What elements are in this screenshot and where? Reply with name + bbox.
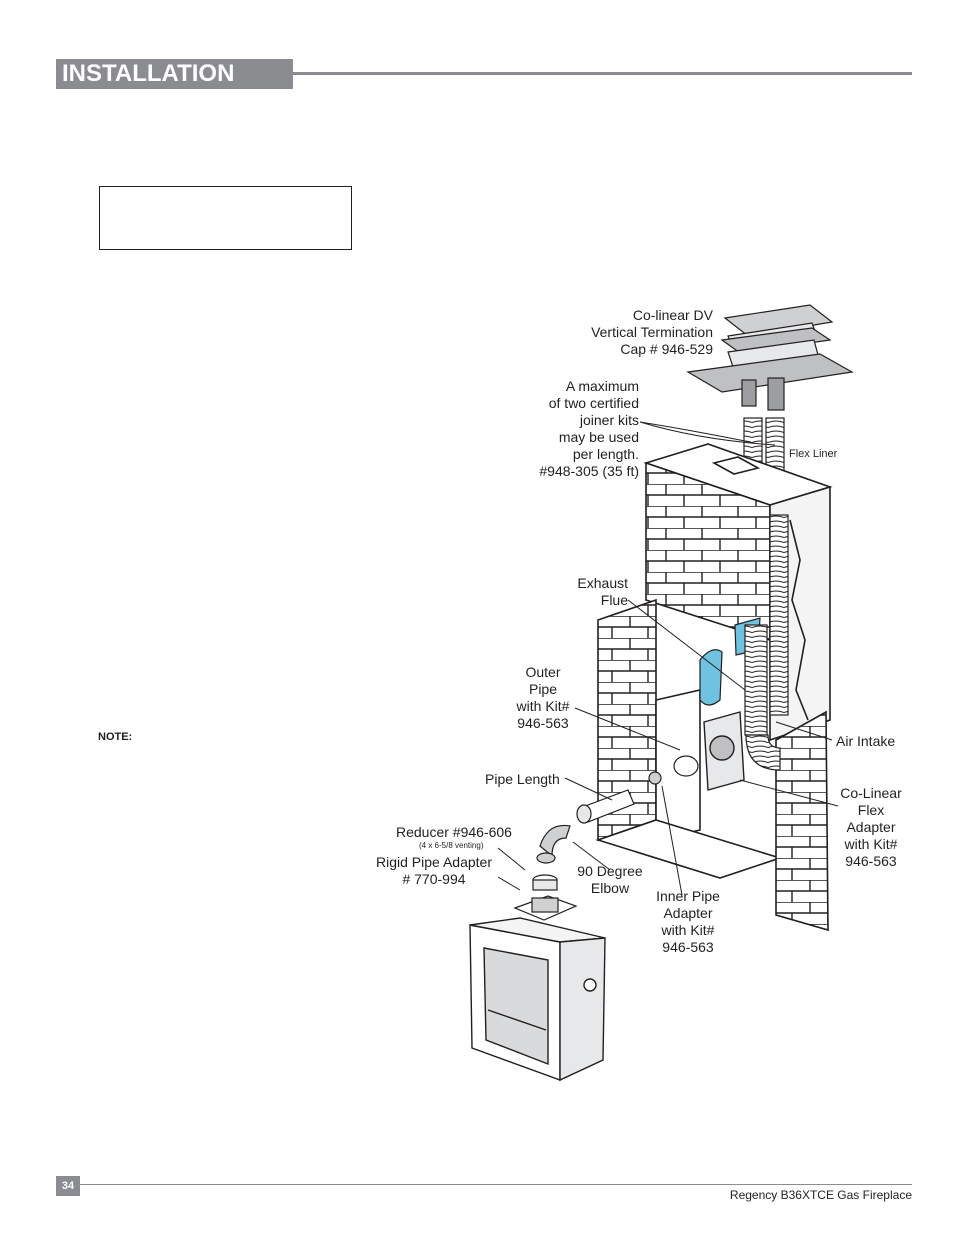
pipe-length-label: Pipe Length — [485, 771, 560, 787]
header-rule — [293, 72, 912, 75]
outer-pipe-label: Outer Pipe with Kit# 946-563 — [516, 664, 570, 731]
joiner-kit-label: A maximum of two certified joiner kits m… — [539, 378, 639, 479]
flex-liner-inner — [744, 514, 789, 771]
pipe-adapters — [576, 755, 699, 824]
reducer-label: Reducer #946-606 — [396, 824, 512, 840]
colinear-adapter-label: Co-Linear Flex Adapter with Kit# 946-563 — [840, 785, 902, 869]
reducer-rigid — [513, 874, 578, 921]
fireplace-unit — [469, 917, 606, 1082]
leader-lines — [497, 421, 839, 896]
colinear-adapter — [703, 711, 745, 791]
footer-rule — [80, 1184, 912, 1185]
firebox-wall — [595, 598, 829, 932]
inner-pipe-label: Inner Pipe Adapter with Kit# 946-563 — [656, 888, 720, 955]
footer-product: Regency B36XTCE Gas Fireplace — [729, 1188, 912, 1202]
note-label: NOTE: — [98, 731, 133, 743]
page-number: 34 — [56, 1176, 80, 1196]
air-intake-label: Air Intake — [836, 733, 896, 749]
header-bar — [56, 59, 293, 89]
empty-callout-box — [99, 186, 352, 250]
rigid-adapter-label: Rigid Pipe Adapter # 770-994 — [376, 854, 492, 887]
termination-cap — [686, 304, 854, 411]
cap-label: Co-linear DV Vertical Termination Cap # … — [591, 307, 713, 357]
exhaust-flue-label: Exhaust Flue — [577, 575, 628, 608]
reducer-note: (4 x 6-5/8 venting) — [419, 841, 484, 850]
flex-liner-label: Flex Liner — [789, 448, 838, 460]
elbow — [536, 824, 571, 864]
page-title: INSTALLATION — [62, 60, 235, 87]
elbow-label: 90 Degree Elbow — [577, 863, 643, 896]
